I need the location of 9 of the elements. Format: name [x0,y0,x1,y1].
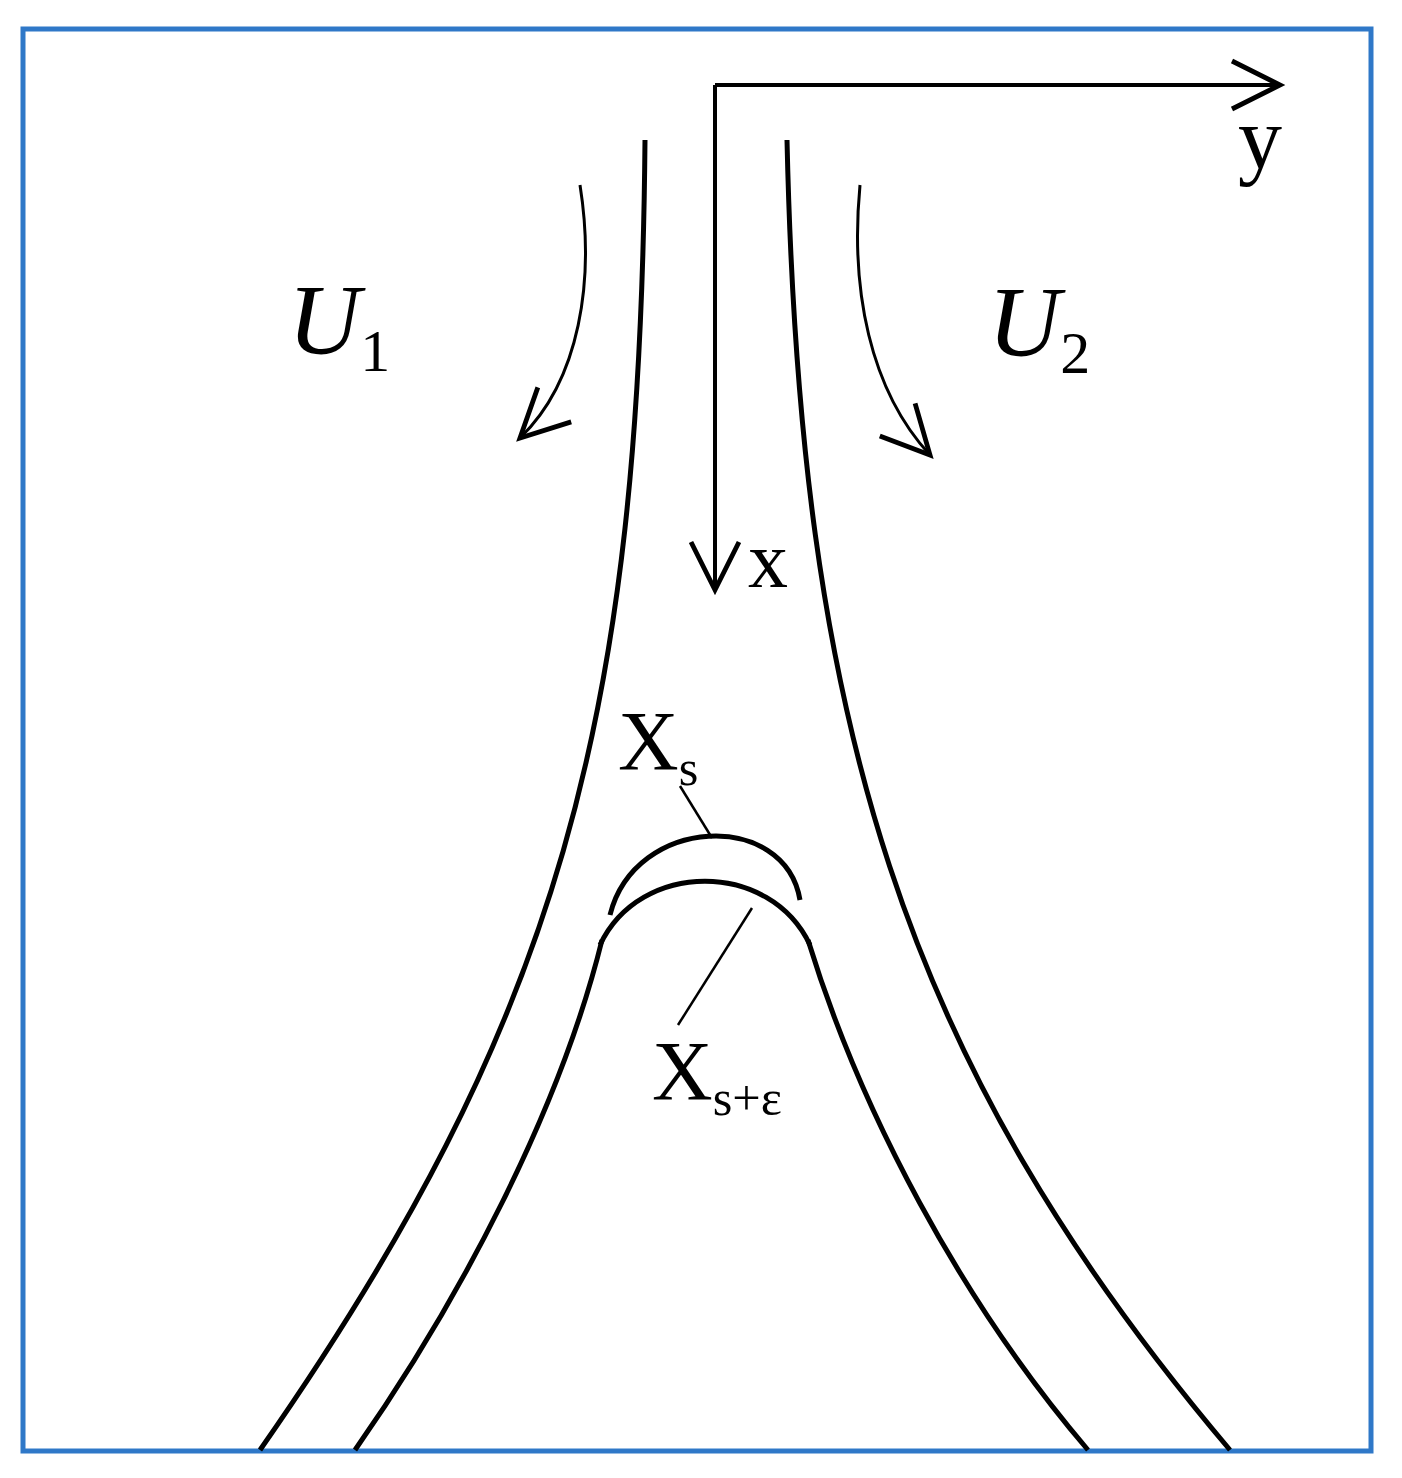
leader-line [678,785,714,839]
velocity-label: U$_{1}$ [288,270,391,381]
point-label: X$_{s+ε}$ [652,1030,782,1124]
leader-line [676,907,754,1026]
arc-curve [607,833,803,916]
velocity-label: U$_{2}$ [988,272,1091,383]
axis-label: x [748,520,788,600]
point-label: X$_{s}$ [618,700,699,794]
arc-curve [597,878,813,947]
